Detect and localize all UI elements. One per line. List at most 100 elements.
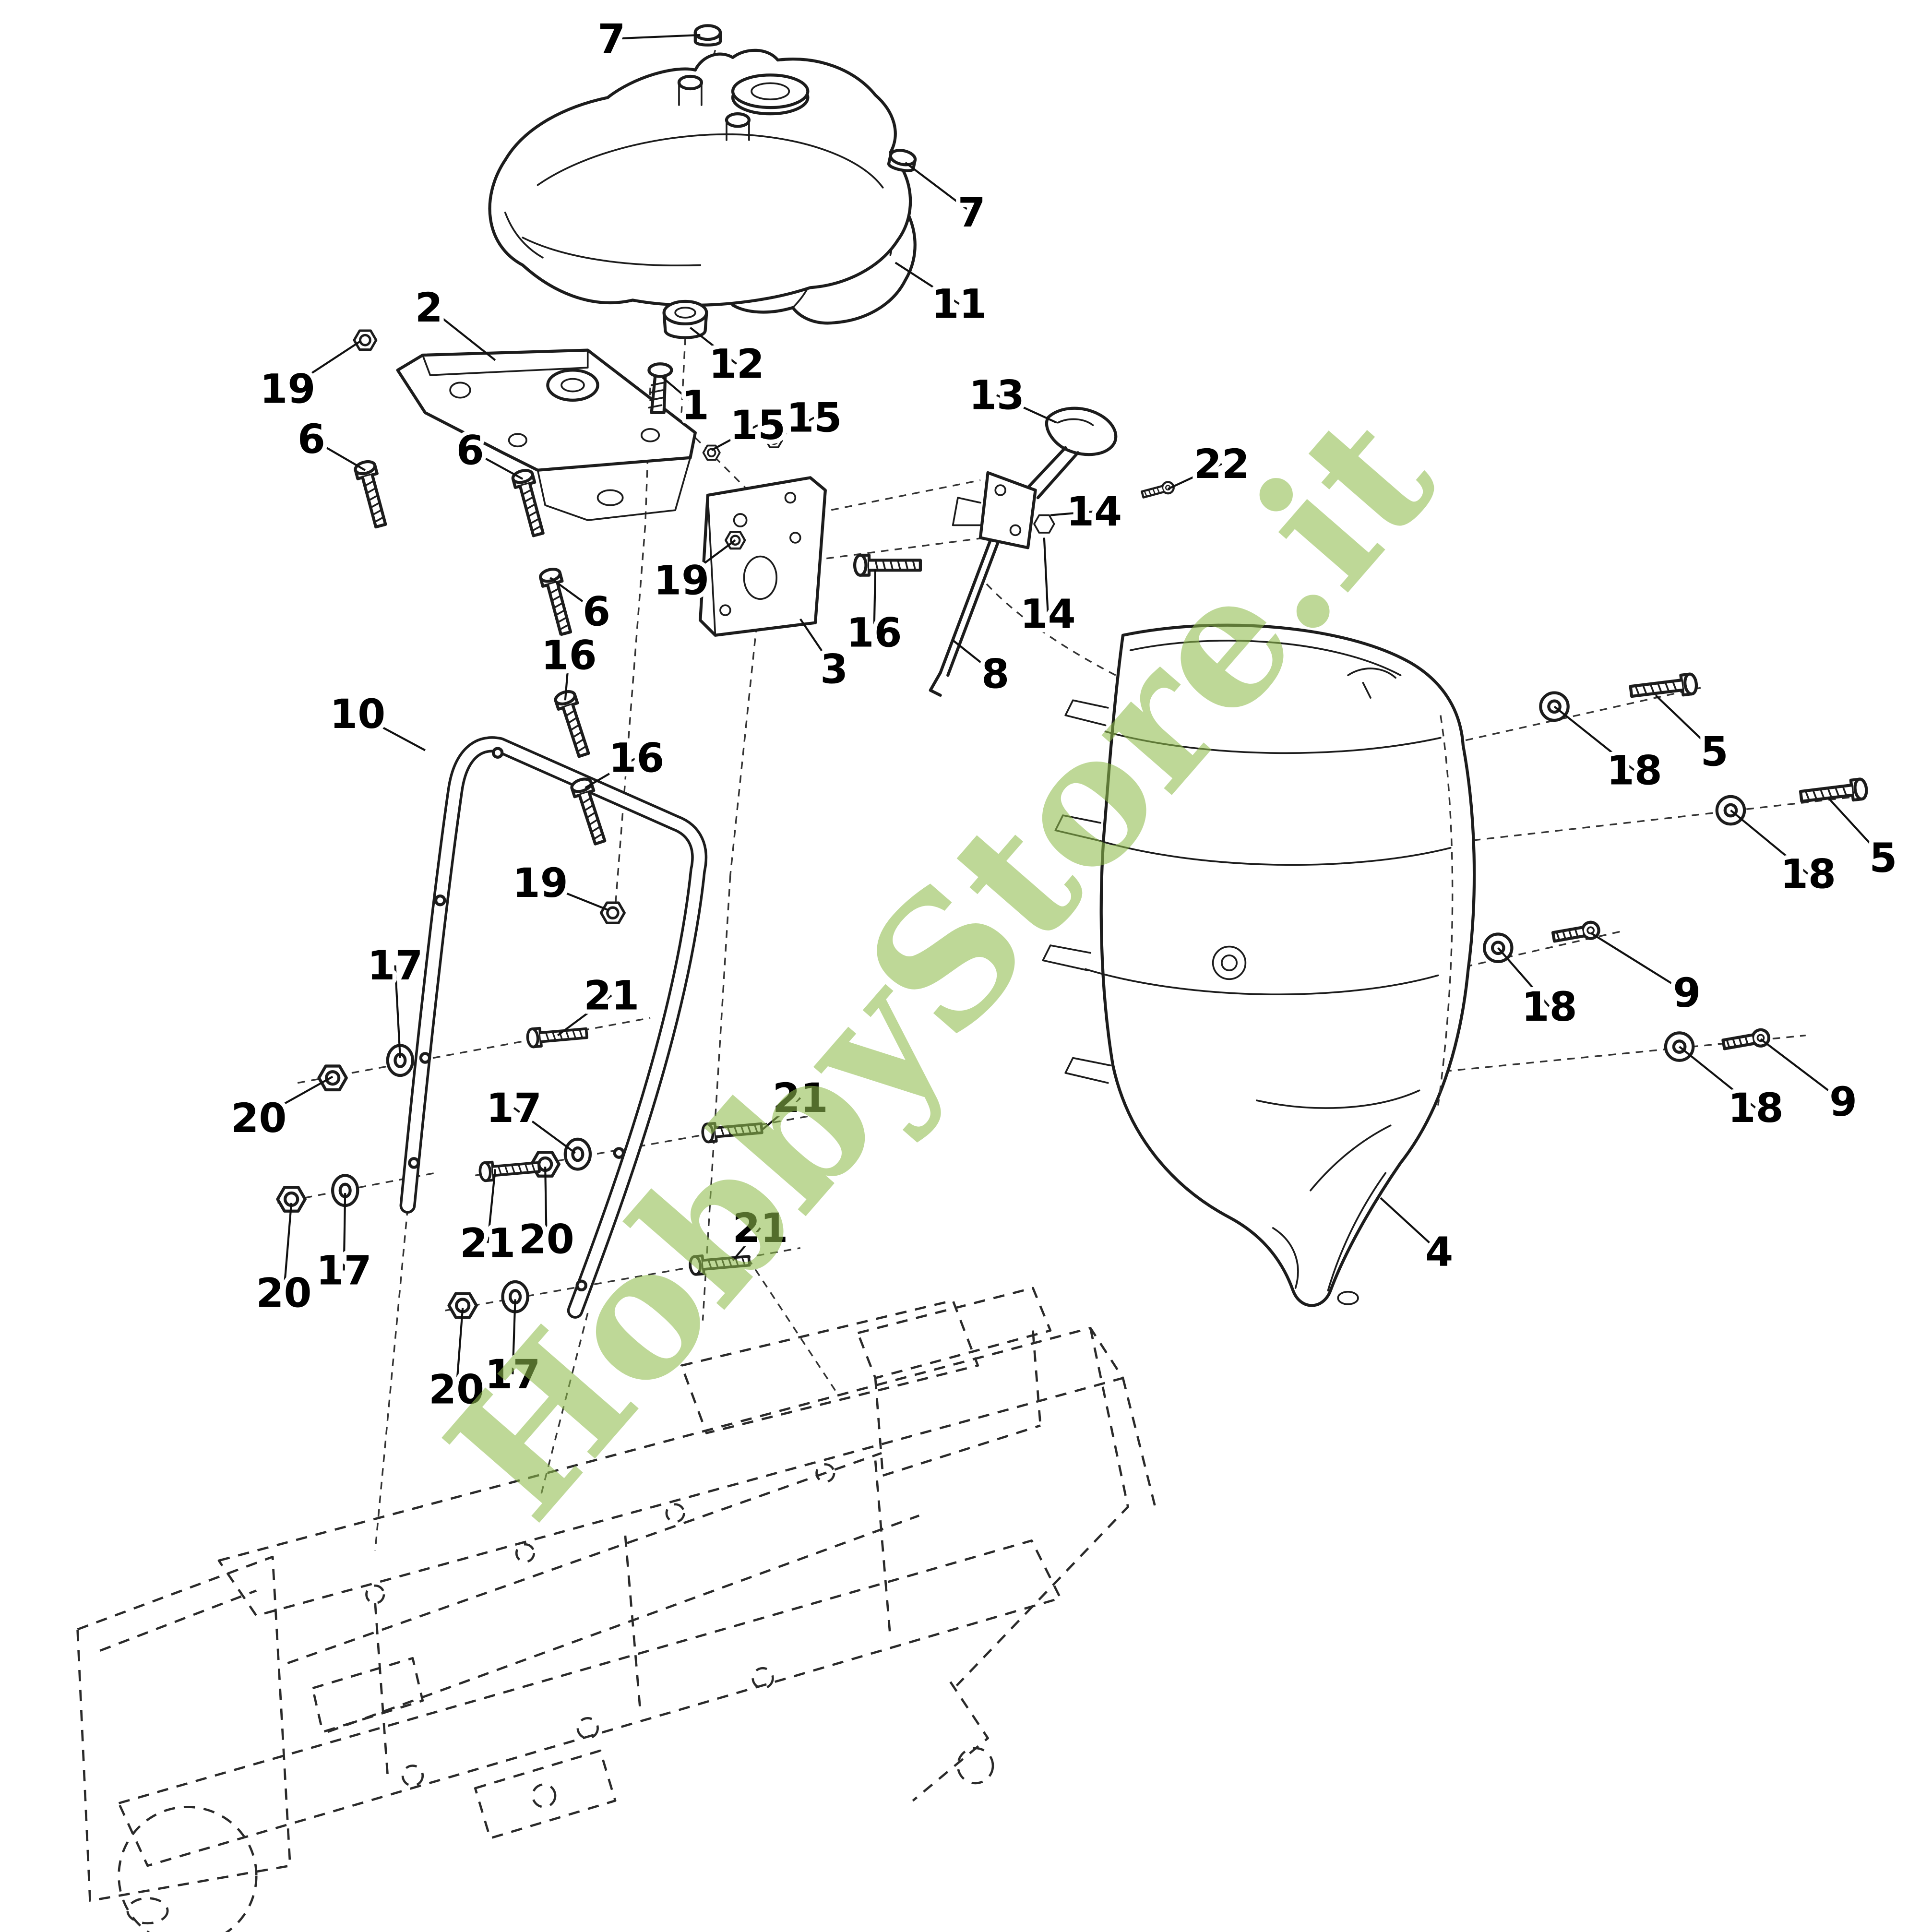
callout-8: 8 (981, 651, 1009, 698)
callout-14: 14 (1020, 591, 1076, 638)
callout-17: 17 (486, 1085, 542, 1132)
callout-2: 2 (415, 285, 443, 331)
callout-leader-7 (905, 162, 972, 214)
callout-4: 4 (1425, 1229, 1453, 1276)
callout-leader-13 (996, 394, 1057, 424)
callout-leader-17 (513, 1107, 576, 1154)
fuel-tank (488, 48, 912, 307)
callout-leader-18 (1497, 947, 1550, 1008)
callout-leader-21 (732, 1227, 761, 1262)
callout-leader-9 (1760, 1038, 1844, 1103)
callout-5: 5 (1869, 835, 1897, 882)
dash-bracket (699, 476, 827, 637)
callout-7: 7 (597, 16, 625, 62)
callout-leader-5 (1655, 694, 1716, 752)
callout-3: 3 (820, 646, 848, 692)
callout-leader-17 (512, 1299, 516, 1374)
callout-21: 21 (773, 1075, 828, 1121)
throttle-bracket (978, 471, 1037, 549)
callout-15: 15 (786, 395, 842, 441)
callout-20: 20 (429, 1366, 484, 1413)
callout-14: 14 (1066, 489, 1122, 535)
callout-5: 5 (1701, 728, 1729, 775)
callout-18: 18 (1522, 984, 1577, 1030)
callout-21: 21 (732, 1205, 788, 1252)
callout-leader-5 (1827, 797, 1884, 859)
callout-leader-6 (310, 438, 366, 471)
console-panel (1042, 623, 1476, 1307)
callout-leader-22 (1167, 463, 1222, 490)
screw-1 (647, 362, 673, 415)
throttle-control (929, 406, 1118, 697)
callout-leader-19 (539, 882, 609, 911)
callout-20: 20 (519, 1216, 574, 1263)
callout-leader-16 (564, 655, 570, 701)
callout-leader-3 (799, 618, 835, 670)
callout-21: 21 (460, 1220, 515, 1266)
callout-leader-20 (283, 1203, 293, 1293)
washer-17 (565, 1139, 590, 1169)
callout-22: 22 (1194, 441, 1250, 488)
support-bracket (396, 348, 697, 521)
bolt-5 (1630, 673, 1697, 701)
bolt-5 (1800, 778, 1868, 806)
callout-7: 7 (958, 190, 986, 236)
callout-19: 19 (260, 366, 315, 413)
callout-leader-6 (469, 449, 524, 480)
bolt-21 (527, 1024, 587, 1047)
callout-16: 16 (541, 632, 597, 679)
callout-17: 17 (367, 942, 423, 989)
bolt-6 (354, 460, 391, 528)
callout-leader-10 (357, 713, 426, 751)
throttle-lever (1045, 406, 1118, 456)
chassis-frame (76, 1287, 1158, 1932)
callout-17: 17 (485, 1351, 540, 1398)
callout-leader-18 (1730, 809, 1809, 875)
callout-21: 21 (584, 972, 639, 1019)
callout-leader-7 (611, 34, 701, 40)
callout-leader-14 (1050, 510, 1095, 516)
throttle-rod-8 (939, 538, 1000, 677)
callout-leader-9 (1590, 932, 1688, 994)
callout-leader-19 (287, 340, 361, 390)
bolt-16 (855, 555, 920, 575)
callout-20: 20 (256, 1270, 312, 1317)
bolt-16 (554, 689, 593, 758)
callout-18: 18 (1607, 747, 1662, 794)
callout-leader-18 (1553, 705, 1635, 771)
callout-leader-20 (258, 1075, 334, 1119)
callout-19: 19 (654, 557, 709, 604)
callout-leader-1 (662, 377, 696, 406)
callout-leader-21 (487, 1169, 496, 1243)
callout-leader-15 (711, 424, 759, 451)
callout-leader-4 (1380, 1197, 1440, 1252)
callout-18: 18 (1780, 851, 1836, 898)
callout-6: 6 (583, 588, 610, 635)
bolt-21 (479, 1158, 540, 1181)
callout-leader-21 (557, 994, 612, 1037)
callout-17: 17 (316, 1248, 372, 1294)
callout-leader-2 (428, 307, 496, 361)
callout-1: 1 (681, 382, 709, 429)
callout-6: 6 (456, 427, 484, 474)
callout-18: 18 (1728, 1085, 1784, 1132)
nut-20 (319, 1066, 346, 1090)
bolt-6 (512, 468, 548, 537)
callout-leader-6 (549, 577, 597, 612)
callout-leader-12 (690, 327, 738, 365)
screw-22 (1141, 481, 1175, 500)
callout-leader-8 (952, 639, 996, 675)
callout-9: 9 (1829, 1079, 1857, 1125)
callout-leader-21 (762, 1097, 801, 1130)
callout-12: 12 (709, 341, 764, 387)
callout-leader-17 (394, 965, 401, 1058)
callout-15: 15 (730, 402, 786, 449)
callout-9: 9 (1673, 970, 1701, 1016)
callout-leader-15 (773, 417, 815, 441)
callout-leader-20 (455, 1308, 464, 1390)
handlebar (399, 736, 708, 1319)
callout-leader-19 (680, 539, 736, 581)
callout-leader-20 (544, 1167, 548, 1240)
